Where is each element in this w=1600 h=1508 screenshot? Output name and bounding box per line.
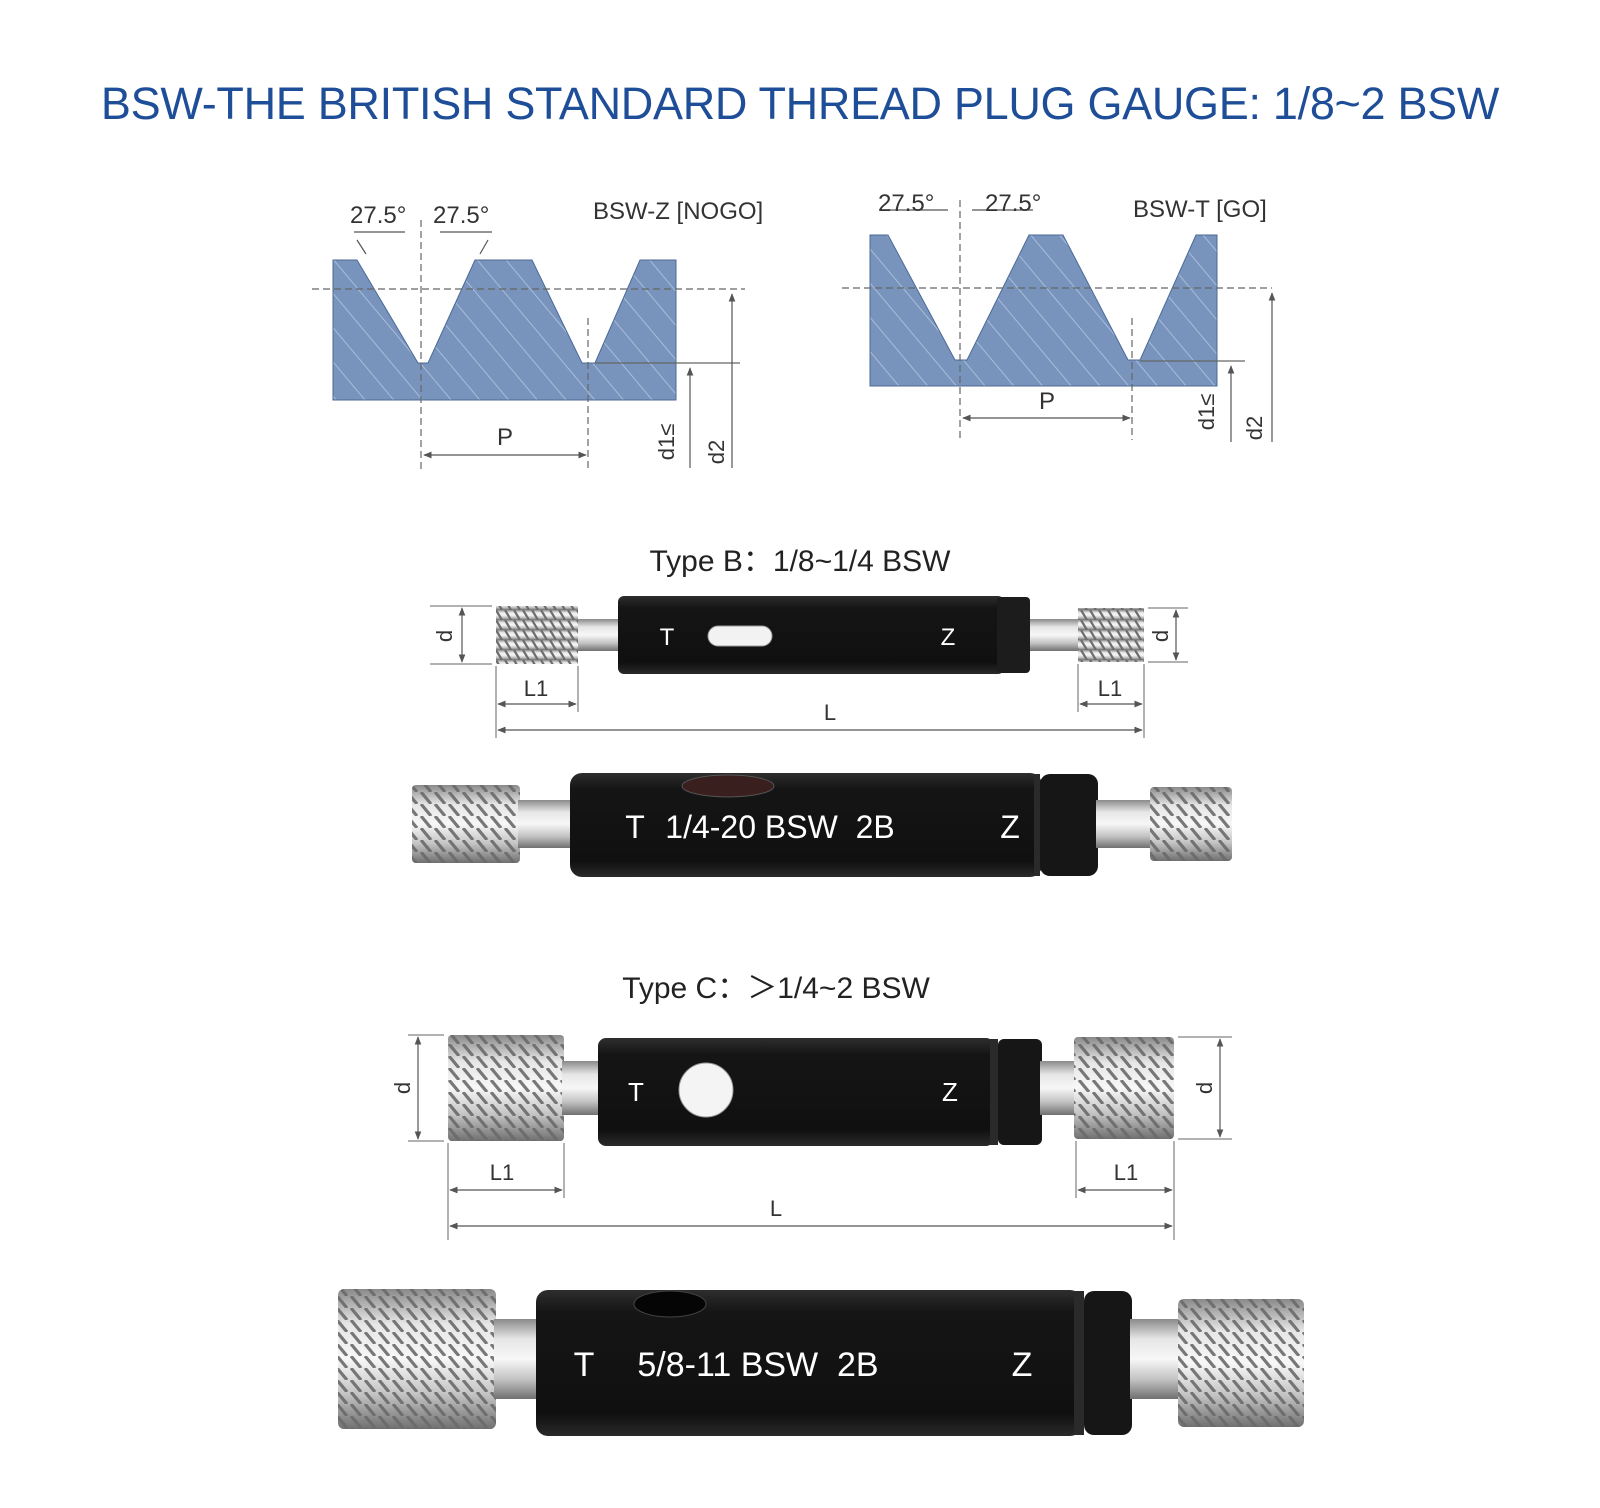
gauge-marking: 1/4-20 BSW 2B <box>665 809 894 845</box>
thread-profile-nogo: 27.5° 27.5° BSW-Z [NOGO] P d1≤ d2 <box>312 198 763 470</box>
l-label: L <box>770 1196 782 1221</box>
angle-right-label: 27.5° <box>985 190 1041 217</box>
handle-slot <box>681 774 775 798</box>
nogo-neck <box>1130 1319 1182 1399</box>
d-label-right: d <box>1148 630 1173 642</box>
handle-collar <box>997 597 1030 673</box>
type-c-photo: T 5/8-11 BSW 2B Z <box>338 1289 1304 1436</box>
page-title: BSW-THE BRITISH STANDARD THREAD PLUG GAU… <box>100 78 1500 129</box>
gauge-handle <box>618 596 1004 674</box>
go-neck <box>494 1319 542 1399</box>
go-neck <box>562 1061 602 1115</box>
l1-label-left: L1 <box>490 1160 514 1185</box>
nogo-thread-end <box>1078 608 1144 662</box>
nogo-mark: Z <box>942 1077 958 1107</box>
pitch-label: P <box>497 424 513 451</box>
nogo-profile-section <box>332 259 677 401</box>
go-profile-section <box>869 234 1218 387</box>
type-b-photo: T 1/4-20 BSW 2B Z <box>412 773 1232 877</box>
d1-label: d1≤ <box>654 424 679 461</box>
d2-label: d2 <box>1242 416 1267 440</box>
pitch-label: P <box>1039 388 1055 415</box>
d-label-left: d <box>432 630 457 642</box>
d-label-left: d <box>390 1082 415 1094</box>
handle-slot <box>707 625 773 647</box>
l1-label-right: L1 <box>1098 676 1122 701</box>
go-profile-label: BSW-T [GO] <box>1133 196 1267 223</box>
handle-collar <box>1084 1291 1132 1435</box>
nogo-mark: Z <box>941 624 956 651</box>
l1-label-right: L1 <box>1114 1160 1138 1185</box>
go-mark: T <box>628 1077 644 1107</box>
gauge-handle <box>598 1038 994 1146</box>
nogo-neck <box>1040 1061 1076 1115</box>
nogo-mark: Z <box>1000 809 1020 845</box>
gauge-marking: 5/8-11 BSW 2B <box>637 1346 878 1384</box>
type-b-drawing: T Z d d L1 L1 L <box>430 596 1188 738</box>
nogo-mark: Z <box>1012 1346 1033 1384</box>
go-mark: T <box>625 809 645 845</box>
d1-label: d1≤ <box>1194 394 1219 431</box>
handle-hole <box>633 1290 707 1318</box>
go-thread-end <box>496 606 578 664</box>
handle-hole <box>678 1062 734 1118</box>
handle-collar <box>1040 774 1098 876</box>
d-label-right: d <box>1192 1082 1217 1094</box>
type-c-drawing: T Z d d L1 L1 L <box>390 1034 1232 1240</box>
nogo-neck <box>1096 800 1154 848</box>
angle-left-label: 27.5° <box>350 202 406 229</box>
go-neck <box>578 619 620 651</box>
angle-right-label: 27.5° <box>433 202 489 229</box>
go-mark: T <box>660 624 675 651</box>
handle-collar <box>998 1039 1042 1145</box>
type-c-heading: Type C：＞1/4~2 BSW <box>622 972 930 1005</box>
angle-left-label: 27.5° <box>878 190 934 217</box>
gauge-handle <box>536 1290 1082 1436</box>
d2-label: d2 <box>704 440 729 464</box>
go-neck <box>518 800 576 848</box>
nogo-neck <box>1030 619 1078 651</box>
type-b-heading: Type B：1/8~1/4 BSW <box>650 545 952 578</box>
l-label: L <box>824 700 836 725</box>
thread-profile-go: 27.5° 27.5° BSW-T [GO] P d1≤ d2 <box>842 190 1276 442</box>
gauge-handle <box>570 773 1042 877</box>
l1-label-left: L1 <box>524 676 548 701</box>
nogo-profile-label: BSW-Z [NOGO] <box>593 198 763 225</box>
go-mark: T <box>574 1346 595 1384</box>
